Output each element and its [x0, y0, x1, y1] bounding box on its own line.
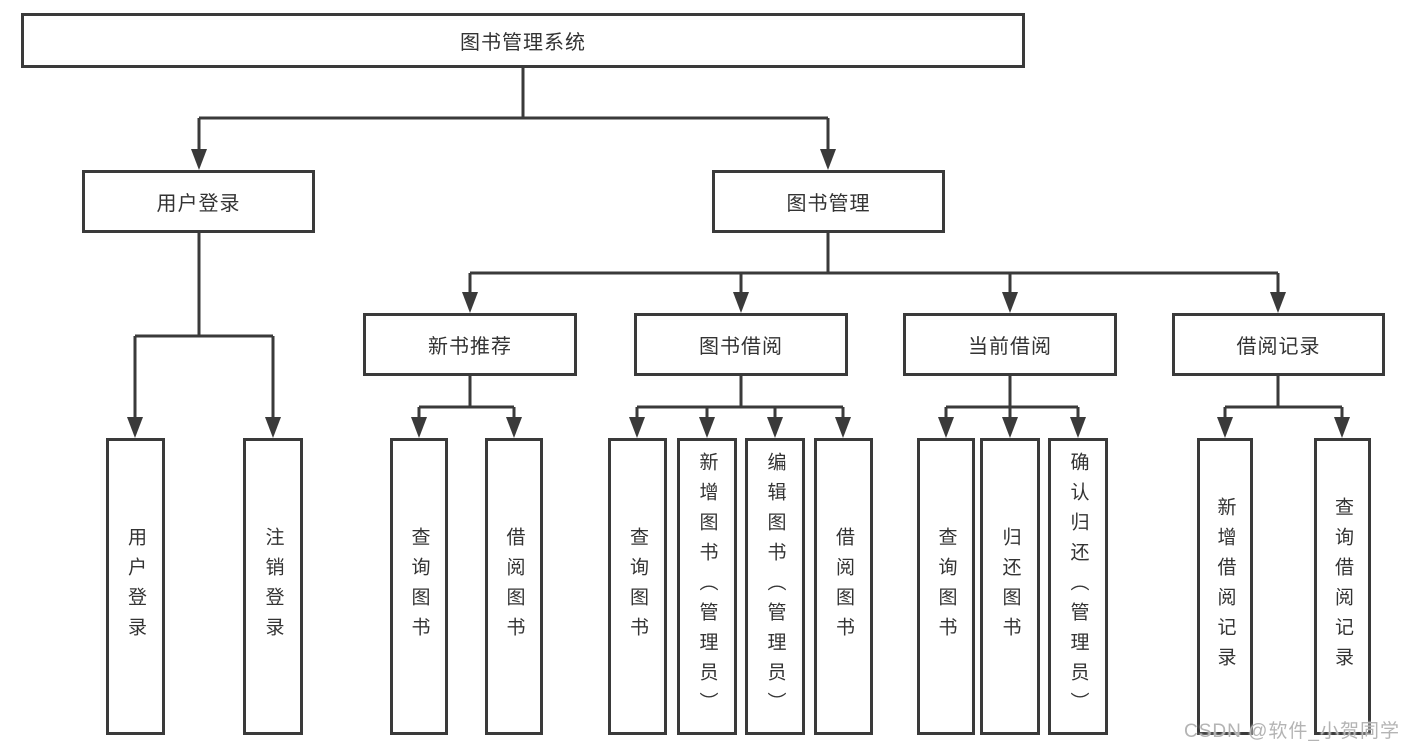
- leaf-confirm-return-admin: 确认归还（管理员）: [1048, 438, 1108, 735]
- leaf-query-books: 查询图书: [608, 438, 667, 735]
- node-label: 借阅记录: [1236, 336, 1321, 358]
- leaf-borrow-books: 借阅图书: [485, 438, 543, 735]
- node-label: 图书借阅: [699, 336, 783, 358]
- leaf-edit-books-admin: 编辑图书（管理员）: [745, 438, 805, 735]
- node-book-management: 图书管理: [712, 170, 945, 233]
- leaf-label: 查询借阅记录: [1332, 496, 1353, 677]
- leaf-query-books: 查询图书: [917, 438, 975, 735]
- node-label: 图书管理系统: [460, 32, 586, 54]
- leaf-add-borrow-record: 新增借阅记录: [1197, 438, 1253, 735]
- leaf-label: 新增借阅记录: [1214, 496, 1236, 677]
- leaf-query-borrow-record: 查询借阅记录: [1314, 438, 1371, 735]
- leaf-query-books: 查询图书: [390, 438, 448, 735]
- leaf-label: 归还图书: [999, 526, 1021, 647]
- leaf-add-books-admin: 新增图书（管理员）: [677, 438, 737, 735]
- leaf-label: 注销登录: [262, 526, 284, 647]
- node-label: 图书管理: [786, 193, 871, 215]
- arrowhead-icons: [127, 149, 1350, 438]
- node-book-borrowing: 图书借阅: [634, 313, 848, 376]
- leaf-label: 确认归还（管理员）: [1067, 451, 1089, 722]
- leaf-label: 用户登录: [125, 526, 146, 647]
- leaf-label: 新增图书（管理员）: [696, 451, 718, 722]
- csdn-watermark: CSDN @软件_小贺同学: [1184, 721, 1400, 742]
- node-new-book-recommend: 新书推荐: [363, 313, 577, 376]
- node-current-borrowing: 当前借阅: [903, 313, 1117, 376]
- leaf-label: 编辑图书（管理员）: [764, 451, 786, 722]
- leaf-logout: 注销登录: [243, 438, 303, 735]
- node-label: 当前借阅: [968, 336, 1052, 358]
- node-library-management-system: 图书管理系统: [21, 13, 1025, 68]
- leaf-user-login: 用户登录: [106, 438, 165, 735]
- node-borrowing-records: 借阅记录: [1172, 313, 1385, 376]
- leaf-label: 借阅图书: [503, 526, 525, 647]
- leaf-label: 借阅图书: [833, 526, 854, 647]
- leaf-borrow-books: 借阅图书: [814, 438, 873, 735]
- leaf-label: 查询图书: [935, 526, 957, 647]
- leaf-label: 查询图书: [627, 526, 648, 647]
- node-label: 新书推荐: [428, 336, 512, 358]
- leaf-label: 查询图书: [408, 526, 430, 647]
- node-user-login: 用户登录: [82, 170, 315, 233]
- leaf-return-books: 归还图书: [980, 438, 1040, 735]
- node-label: 用户登录: [156, 193, 241, 215]
